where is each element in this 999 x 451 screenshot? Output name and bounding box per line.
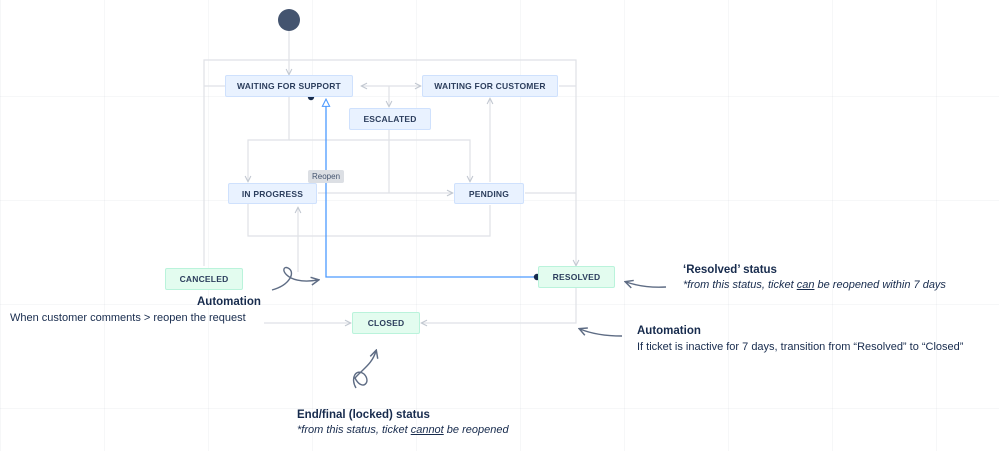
- start-node: [278, 9, 300, 31]
- connector-resolved-closed: [422, 288, 577, 323]
- connector-wfs-inprogress: [248, 97, 290, 181]
- status-resolved[interactable]: RESOLVED: [538, 266, 615, 288]
- status-closed[interactable]: CLOSED: [352, 312, 420, 334]
- connector-wfs-pending: [289, 139, 470, 181]
- squiggle-arrow-reopen: [271, 266, 318, 291]
- status-escalated[interactable]: ESCALATED: [349, 108, 431, 130]
- annotation-body: When customer comments > reopen the requ…: [10, 312, 246, 324]
- annotation-body: *from this status, ticket can be reopene…: [683, 279, 946, 291]
- connector-loop-bottom: [247, 204, 491, 237]
- arrow-resolved-note: [626, 282, 667, 287]
- annotation-automation-reopen: Automation When customer comments > reop…: [10, 296, 261, 324]
- annotation-title: Automation: [637, 325, 701, 337]
- connector-outer-loop: [203, 59, 576, 266]
- annotation-title: Automation: [197, 296, 261, 308]
- arrow-close-automation: [580, 329, 623, 337]
- status-pending[interactable]: PENDING: [454, 183, 524, 204]
- annotation-final-status: End/final (locked) status *from this sta…: [297, 409, 509, 436]
- annotation-title: End/final (locked) status: [297, 409, 430, 421]
- status-waiting-for-customer[interactable]: WAITING FOR CUSTOMER: [422, 75, 558, 97]
- annotation-title: ‘Resolved’ status: [683, 264, 777, 276]
- status-waiting-for-support[interactable]: WAITING FOR SUPPORT: [225, 75, 353, 97]
- annotation-automation-close: Automation If ticket is inactive for 7 d…: [637, 325, 963, 353]
- reopen-transition-line: [326, 100, 537, 278]
- status-canceled[interactable]: CANCELED: [165, 268, 243, 290]
- reopen-transition-label[interactable]: Reopen: [308, 170, 345, 183]
- status-in-progress[interactable]: IN PROGRESS: [228, 183, 317, 204]
- annotation-resolved-status: ‘Resolved’ status *from this status, tic…: [683, 264, 946, 291]
- squiggle-arrow-final: [352, 351, 376, 389]
- annotation-body: If ticket is inactive for 7 days, transi…: [637, 341, 964, 353]
- annotation-body: *from this status, ticket cannot be reop…: [297, 424, 509, 436]
